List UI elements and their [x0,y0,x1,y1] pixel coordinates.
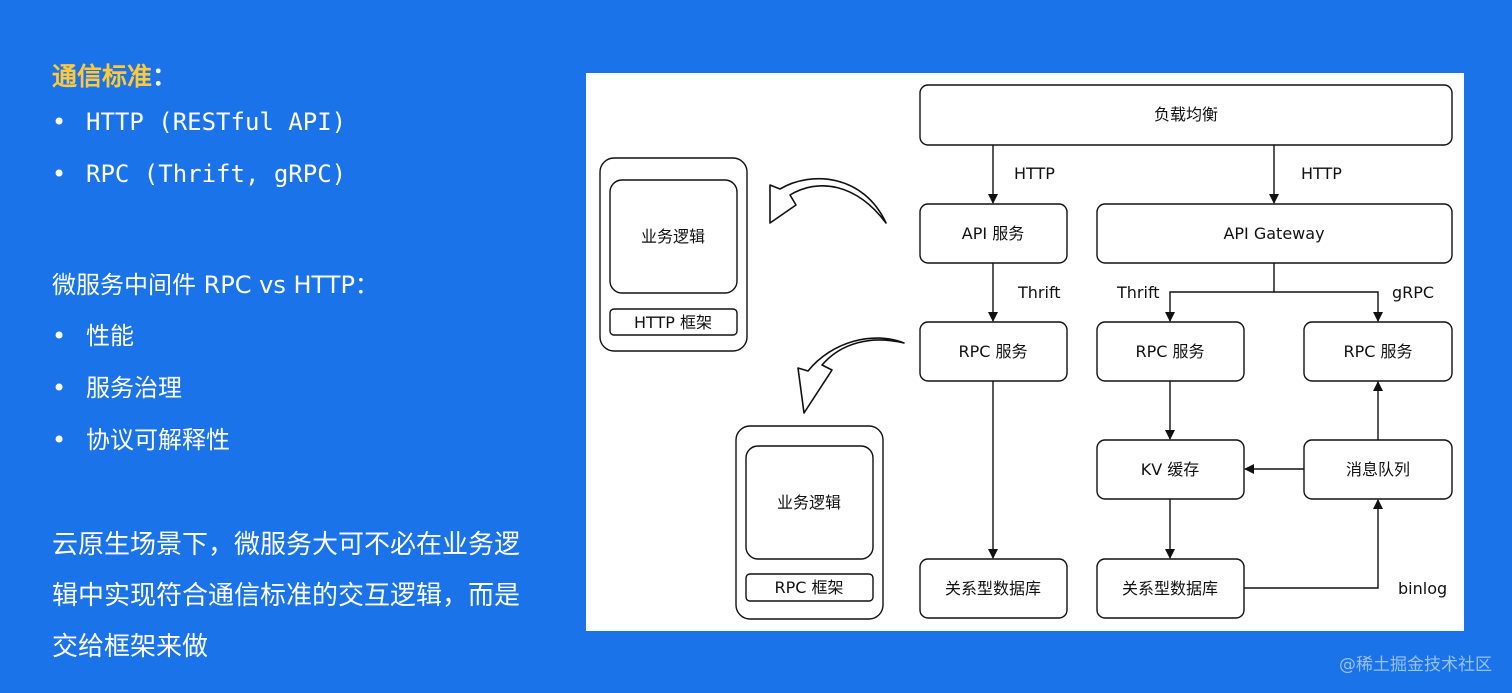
arrow-rdb-mq [1244,499,1383,589]
rpc-logic-label: 业务逻辑 [777,493,841,512]
bullet-dot: • [52,374,67,402]
thrift-edge-label-right: Thrift [1116,283,1160,302]
http-framework-outer [599,157,748,352]
architecture-diagram: 负载均衡 API 服务 API Gateway RPC 服务 RPC 服务 RP… [599,84,1453,620]
grpc-edge-label: gRPC [1392,283,1434,302]
http-framework-box [609,308,738,336]
rpc-service-label-2: RPC 服务 [1135,342,1204,361]
rpc-framework-box [745,573,874,602]
rpc-service-label-1: RPC 服务 [958,342,1027,361]
section-title: 通信标准： [52,57,177,93]
summary-paragraph: 云原生场景下，微服务大可不必在业务逻辑中实现符合通信标准的交互逻辑，而是交给框架… [52,530,521,662]
compare-item-interpretability: • 协议可解释性 [52,420,230,455]
compare-item-performance: • 性能 [52,316,134,351]
compare-item-text: 性能 [86,322,134,350]
compare-item-text: 协议可解释性 [86,426,230,454]
rpc-framework-label: RPC 框架 [774,578,843,597]
rpc-service-label-3: RPC 服务 [1343,342,1412,361]
rdb-box-left [919,558,1068,619]
bullet-dot: • [52,426,67,454]
compare-item-governance: • 服务治理 [52,368,182,403]
load-balancer-box [919,84,1453,146]
compare-heading: 微服务中间件 RPC vs HTTP： [52,271,379,299]
message-queue-label: 消息队列 [1346,460,1410,479]
compare-item-text: 服务治理 [86,374,182,402]
arrow-gateway-rpc3 [1274,291,1383,322]
curved-arrow-to-http-framework [769,177,887,224]
http-edge-label-right: HTTP [1301,164,1342,183]
bullet-dot: • [52,108,67,136]
http-logic-label: 业务逻辑 [641,227,705,246]
api-gateway-label: API Gateway [1223,224,1324,243]
kv-cache-label: KV 缓存 [1141,460,1200,479]
source-watermark: @稀土掘金技术社区 [1339,655,1492,675]
load-balancer-label: 负载均衡 [1154,105,1218,124]
rpc-logic-box [745,445,874,560]
standard-item-rpc: • RPC (Thrift, gRPC) [52,160,346,188]
bullet-dot: • [52,160,67,188]
http-framework-label: HTTP 框架 [634,313,712,332]
thrift-edge-label-left: Thrift [1017,283,1061,302]
arrow-gateway-rpc2 [1165,263,1275,322]
rdb-label-right: 关系型数据库 [1122,579,1218,598]
http-edge-label-left: HTTP [1014,164,1055,183]
standard-item-http: • HTTP (RESTful API) [52,108,346,136]
rdb-label-left: 关系型数据库 [945,579,1041,598]
standard-item-text: RPC (Thrift, gRPC) [86,160,347,188]
title-colon: ： [152,62,178,91]
api-service-label: API 服务 [962,224,1024,243]
architecture-diagram-panel: 负载均衡 API 服务 API Gateway RPC 服务 RPC 服务 RP… [586,73,1464,631]
http-logic-box [609,179,738,294]
binlog-edge-label: binlog [1398,579,1447,598]
curved-arrow-to-rpc-framework [797,337,905,414]
bullet-dot: • [52,322,67,350]
rpc-framework-outer [735,425,884,620]
standard-item-text: HTTP (RESTful API) [86,108,347,136]
title-accent: 通信标准 [52,62,153,91]
